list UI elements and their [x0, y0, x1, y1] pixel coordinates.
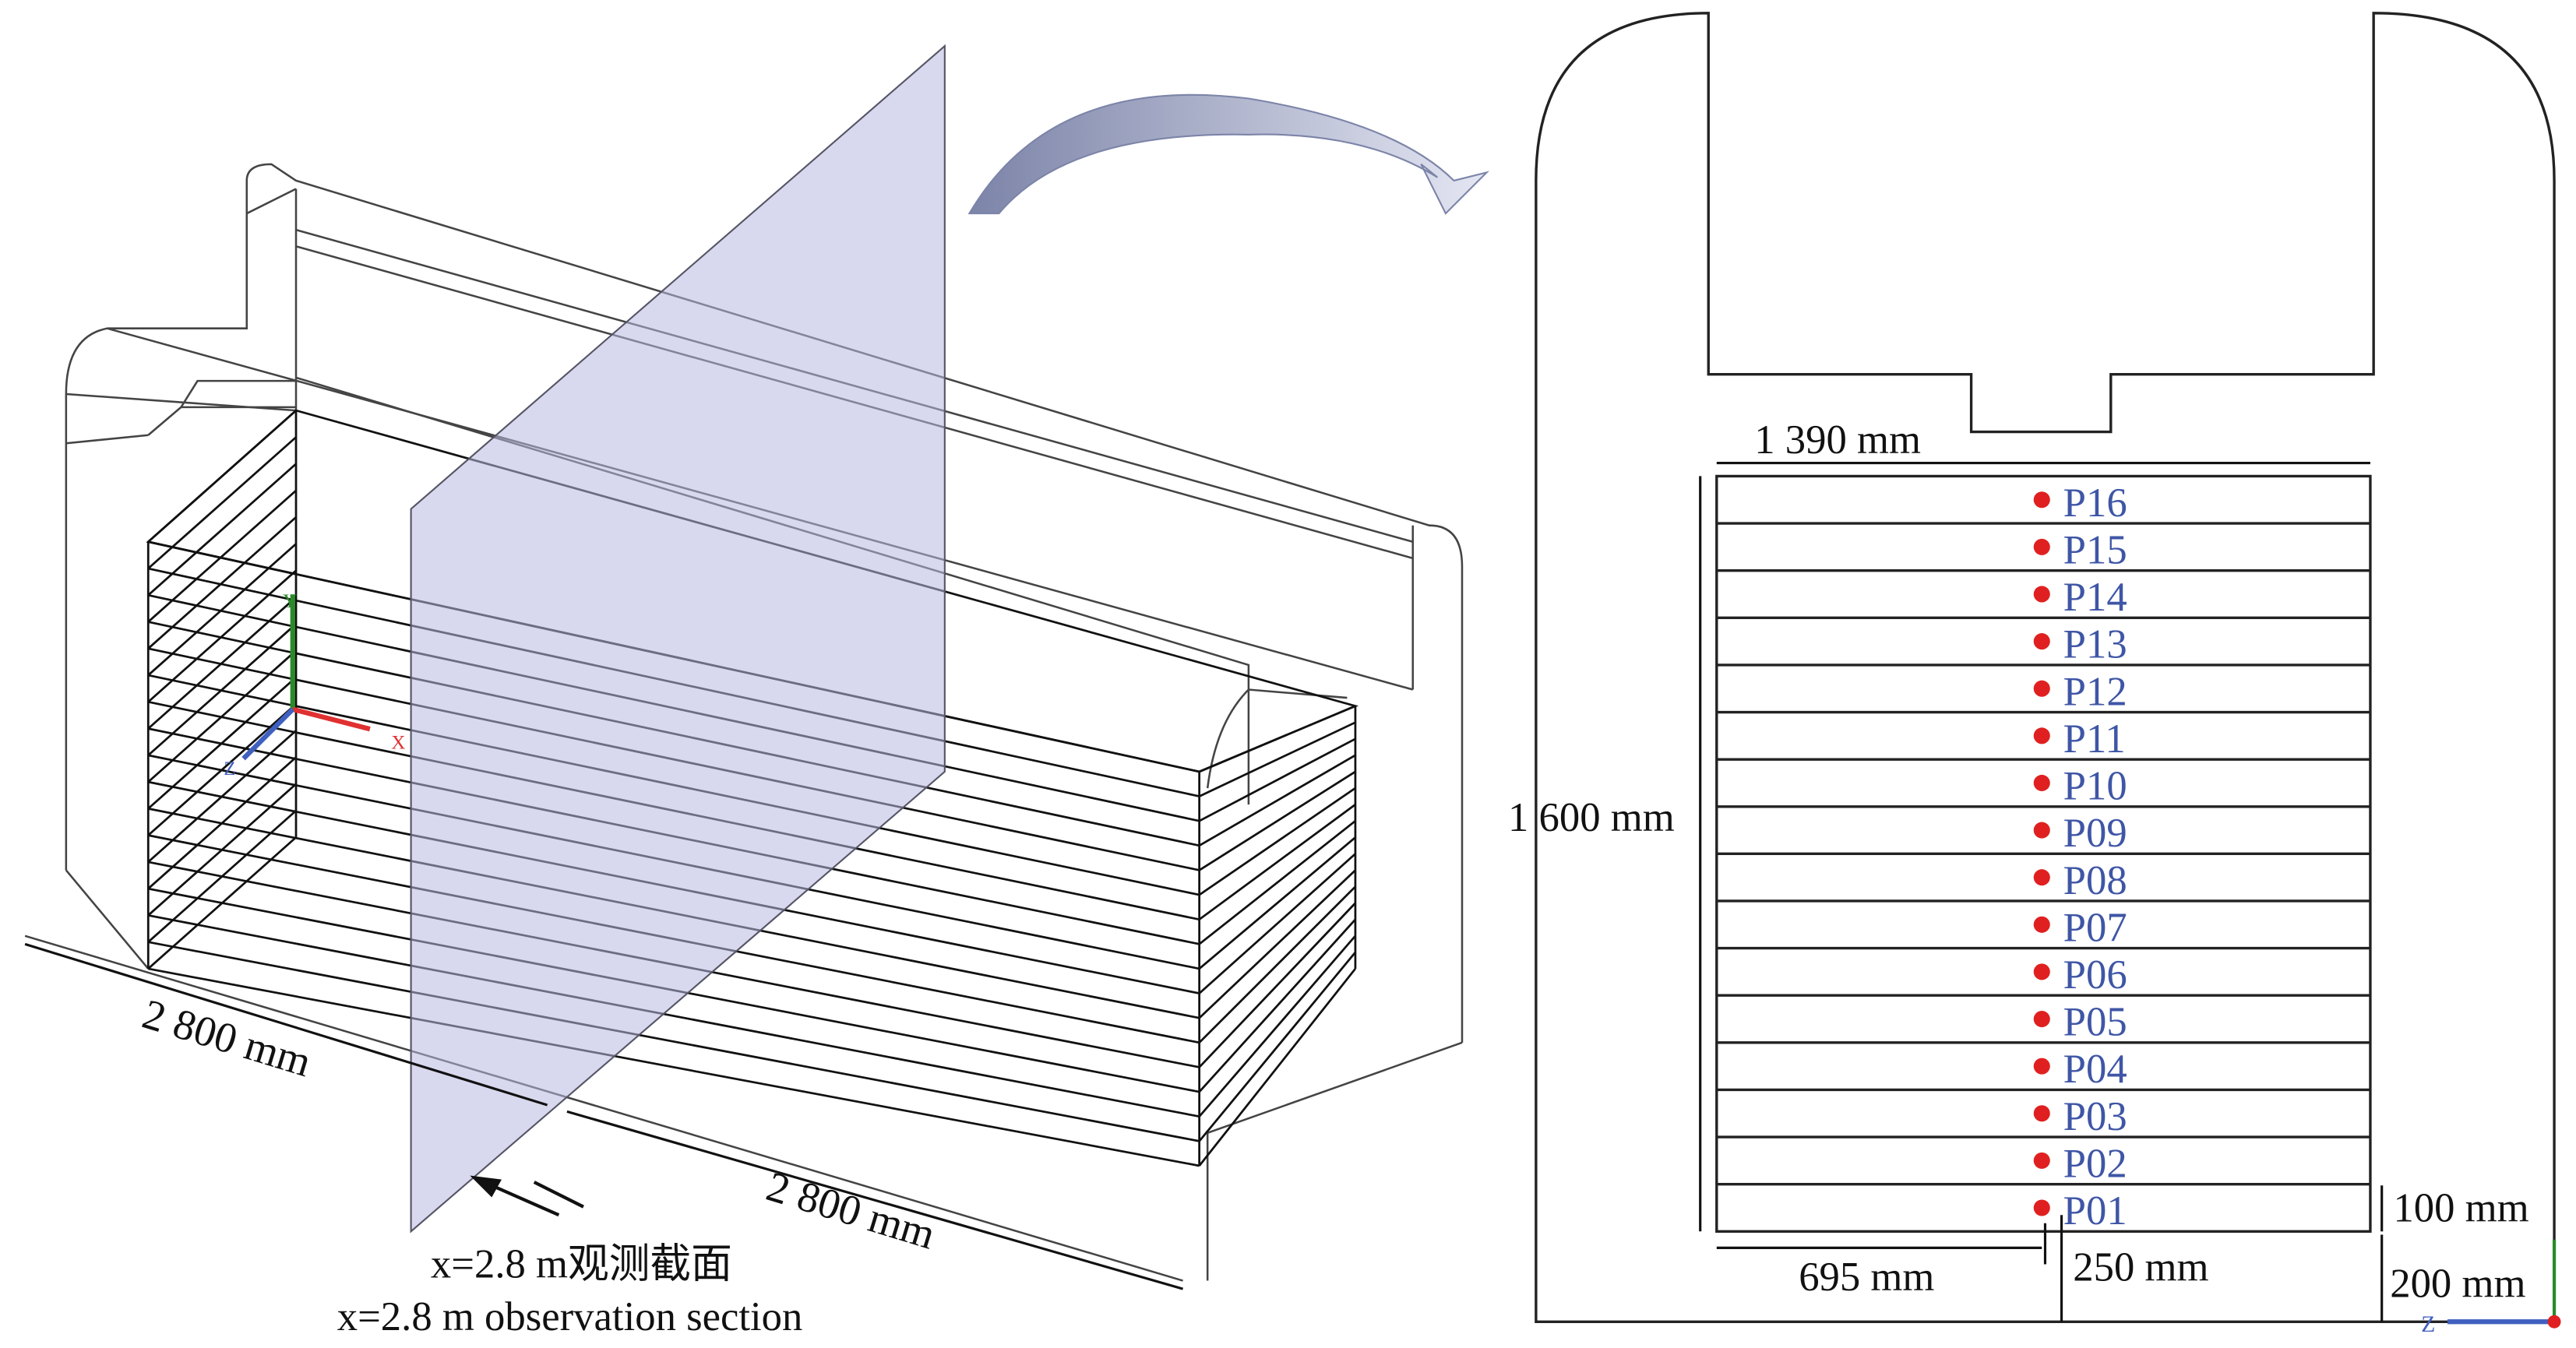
measurement-point-dot: [2033, 1010, 2050, 1028]
measurement-point-label: P09: [2063, 811, 2127, 856]
measurement-point-dot: [2033, 774, 2050, 791]
mesh-hatch-line: [147, 783, 297, 917]
measurement-point-dot: [2033, 633, 2050, 650]
measurement-point-dot: [2033, 1199, 2050, 1216]
measurement-point-label: P03: [2063, 1094, 2127, 1139]
mesh-hatch-line: [147, 463, 297, 597]
mesh-layer-line: [148, 914, 1200, 1118]
section-label-en: x=2.8 m observation section: [337, 1294, 803, 1339]
mesh-layer-line: [148, 967, 1200, 1167]
measurement-point-label: P01: [2063, 1188, 2127, 1234]
mesh-layer-line: [1198, 934, 1356, 1117]
dim-label-2800-right: 2 800 mm: [761, 1162, 940, 1258]
mesh-hatch-line: [147, 543, 297, 677]
measurement-point-label: P04: [2063, 1047, 2127, 1092]
measurement-point-label: P06: [2063, 952, 2127, 998]
measurement-point-label: P11: [2063, 716, 2126, 762]
right-dimensions: [1699, 461, 2384, 1322]
measurement-point-label: P02: [2063, 1141, 2127, 1186]
axis-y-label: Y: [283, 590, 297, 612]
measurement-point-label: P08: [2063, 858, 2127, 903]
coordinate-axes: X Y Z: [224, 590, 405, 780]
height-dim-label: 1 600 mm: [1508, 795, 1675, 840]
measurement-point-label: P13: [2063, 622, 2127, 667]
mesh-layer-line: [1198, 885, 1356, 1044]
measurement-point-dot: [2033, 822, 2050, 839]
mesh-hatch-line: [147, 676, 297, 810]
mesh-layer-line: [1198, 754, 1356, 847]
mesh-layer-line: [1199, 737, 1356, 822]
mesh-hatch-line: [147, 489, 297, 623]
measurement-point-label: P14: [2063, 575, 2127, 620]
section-axis-z-label: Z: [2421, 1312, 2435, 1337]
observation-plane: [410, 44, 946, 1234]
mesh-hatch-line: [147, 516, 297, 649]
measurement-point-dot: [2033, 1105, 2050, 1122]
measurement-point-dot: [2033, 727, 2050, 744]
mesh-layer-line: [1198, 902, 1356, 1068]
width-dim-label: 1 390 mm: [1754, 417, 1921, 463]
layer-dim-label: 100 mm: [2393, 1186, 2528, 1231]
measurement-point-dot: [2033, 963, 2050, 980]
mesh-layer-line: [1198, 787, 1356, 896]
axis-x-label: X: [391, 731, 405, 753]
curved-arrow-icon: [967, 93, 1490, 215]
measurement-point-label: P15: [2063, 527, 2127, 572]
mesh-layer-line: [1198, 918, 1356, 1093]
mesh-layer-line: [1198, 820, 1356, 945]
mesh-layer-line: [1198, 770, 1356, 871]
section-outline: [1535, 12, 2556, 1323]
point-height-dim-label: 250 mm: [2073, 1245, 2208, 1290]
section-axes: Z: [2421, 1239, 2561, 1337]
layer-grid: [1715, 474, 2372, 1233]
measurement-point-label: P12: [2063, 669, 2127, 714]
mesh-hatch-line: [147, 810, 297, 943]
section-label-cn: x=2.8 m观测截面: [431, 1241, 732, 1286]
measurement-point-label: P07: [2063, 905, 2127, 950]
measurement-points: P16P15P14P13P12P11P10P09P08P07P06P05P04P…: [2033, 480, 2127, 1234]
mesh-layer-line: [1198, 836, 1356, 970]
measurement-point-dot: [2033, 680, 2050, 697]
mesh-hatch-line: [147, 596, 297, 730]
mesh-layer-line: [1198, 869, 1356, 1019]
measurement-point-label: P05: [2063, 1000, 2127, 1045]
mesh-hatch-line: [147, 649, 297, 783]
measurement-point-dot: [2033, 586, 2050, 603]
mesh-hatch-line: [147, 756, 297, 890]
measurement-point-dot: [2033, 491, 2050, 509]
mesh-layer-line: [1199, 721, 1356, 797]
measurement-point-label: P16: [2063, 480, 2127, 526]
mesh-hatch-line: [147, 836, 297, 970]
mesh-layer-line: [148, 941, 1200, 1142]
dimension-lines: [24, 942, 1183, 1290]
mesh-hatch-line: [147, 702, 297, 836]
measurement-point-dot: [2033, 916, 2050, 933]
half-width-dim-label: 695 mm: [1799, 1255, 1934, 1300]
mesh-hatch-line: [147, 623, 297, 756]
mesh-layer-line: [1198, 968, 1357, 1167]
measurement-point-dot: [2033, 538, 2050, 555]
mesh-hatch-line: [147, 730, 297, 863]
mesh-hatch-line: [147, 436, 297, 570]
measurement-point-dot: [2033, 1152, 2050, 1169]
axis-z-label: Z: [224, 758, 235, 780]
measurement-point-dot: [2033, 869, 2050, 886]
measurement-point-dot: [2033, 1058, 2050, 1075]
measurement-point-label: P10: [2063, 764, 2127, 809]
mesh-edges: [146, 409, 1359, 1166]
dim-label-2800-left: 2 800 mm: [137, 990, 316, 1086]
base-dim-label: 200 mm: [2390, 1262, 2525, 1307]
mesh-layer-line: [1198, 804, 1356, 920]
mesh-layer-line: [1198, 952, 1357, 1142]
mesh-hatch-line: [147, 569, 297, 703]
mesh-layer-line: [1198, 853, 1356, 994]
